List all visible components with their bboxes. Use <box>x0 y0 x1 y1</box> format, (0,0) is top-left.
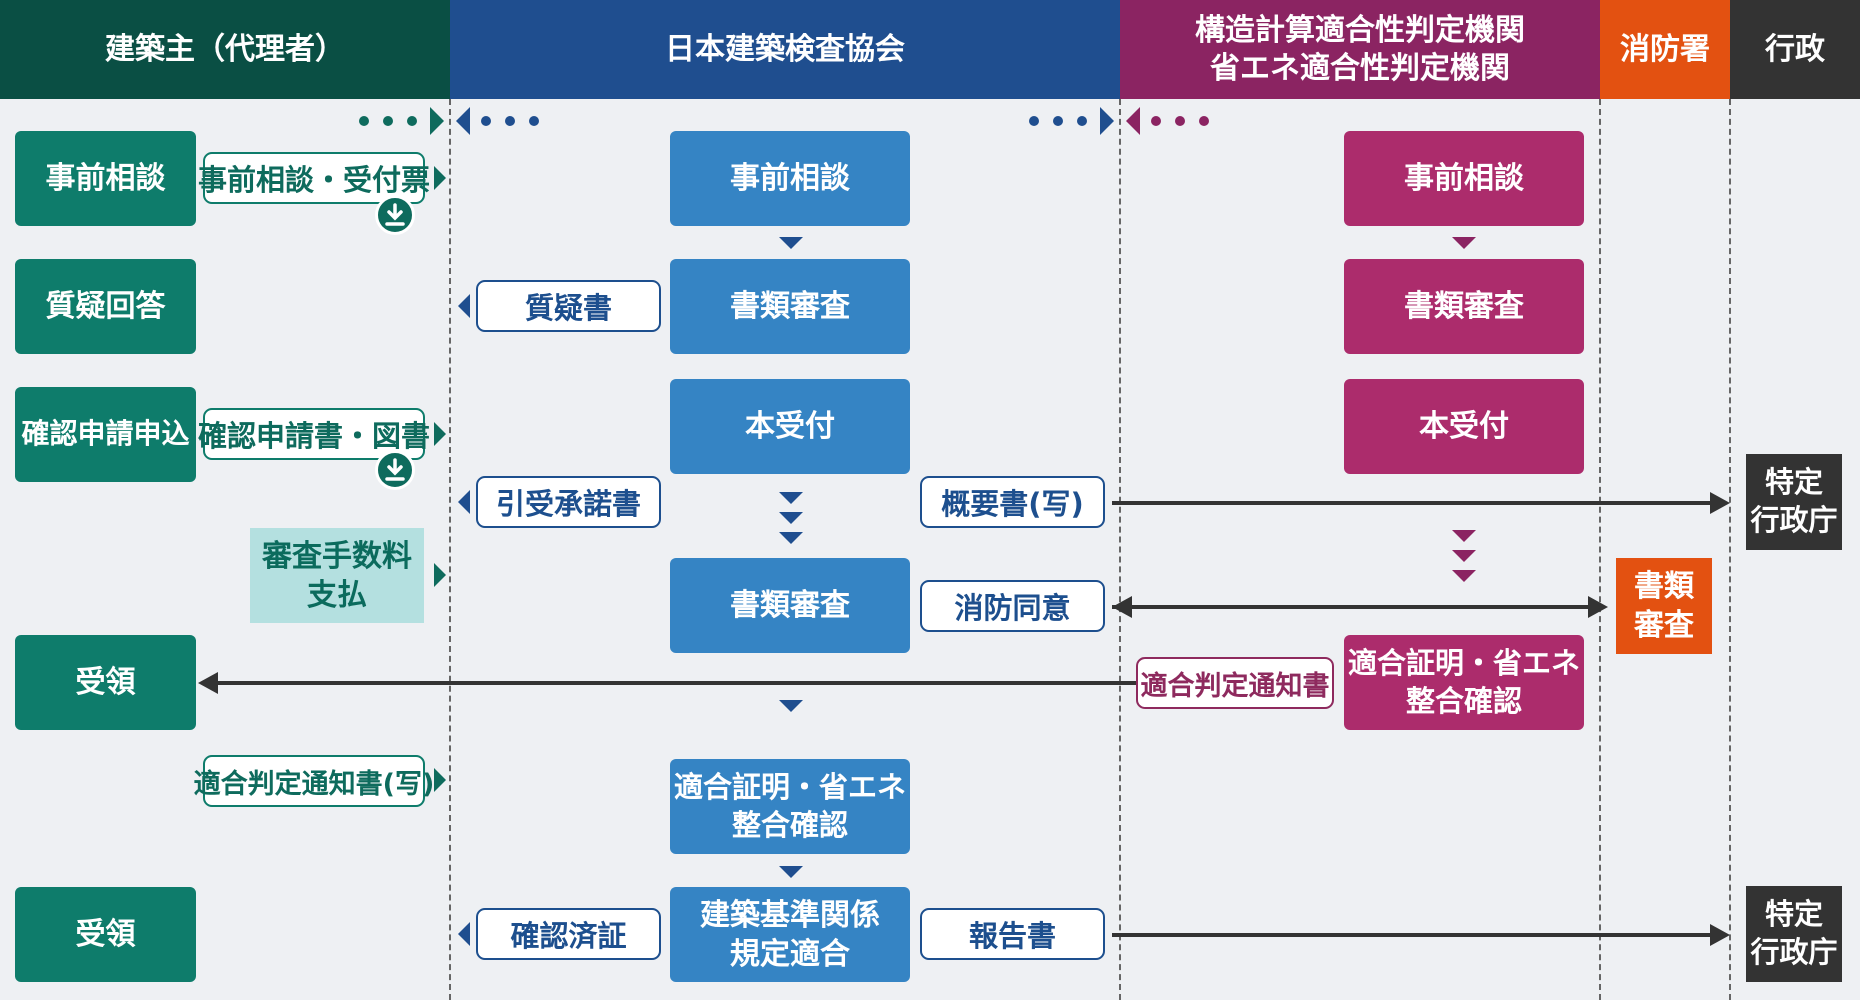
owner-receive-2: 受領 <box>15 887 196 982</box>
doc-summary-label: 概要書(写) <box>941 487 1084 521</box>
owner-fee-line2: 支払 <box>307 577 367 613</box>
download-icon-glyph <box>385 458 405 481</box>
header-fire-label: 消防署 <box>1620 31 1710 67</box>
divider-fire-admin <box>1729 99 1731 1000</box>
owner-fee-line1: 審査手数料 <box>262 538 412 574</box>
doc-certificate: 確認済証 <box>476 908 661 960</box>
center-consult: 事前相談 <box>670 131 910 226</box>
doc-judgment-notice: 適合判定通知書 <box>1136 657 1334 709</box>
header-owner: 建築主（代理者） <box>0 0 450 99</box>
center-consult-label: 事前相談 <box>730 161 850 196</box>
center-energy-line2: 整合確認 <box>731 807 848 842</box>
doc-consult-ticket: 事前相談・受付票 <box>198 152 430 204</box>
doc-acceptance: 引受承諾書 <box>476 476 661 528</box>
admin-office-1: 特定行政庁 <box>1746 454 1842 550</box>
center-review-1-label: 書類審査 <box>730 289 850 324</box>
center-final-line2: 規定適合 <box>730 936 850 972</box>
doc-report: 報告書 <box>920 908 1105 960</box>
divider-judge-fire <box>1599 99 1601 1000</box>
header-fire: 消防署 <box>1600 0 1730 99</box>
fire-review: 書類審査 <box>1616 558 1712 654</box>
center-review-1: 書類審査 <box>670 259 910 354</box>
admin-office-2-line2: 行政庁 <box>1750 935 1838 969</box>
divider-center-judge <box>1119 99 1121 1000</box>
doc-certificate-label: 確認済証 <box>510 919 627 953</box>
owner-receive-1-label: 受領 <box>75 665 136 700</box>
center-energy-check: 適合証明・省エネ整合確認 <box>670 759 910 854</box>
download-icon[interactable] <box>375 195 415 235</box>
doc-fire-consent-label: 消防同意 <box>954 591 1071 625</box>
header-judge-line2: 省エネ適合性判定機関 <box>1210 50 1510 86</box>
doc-question-label: 質疑書 <box>524 291 612 325</box>
owner-apply: 確認申請申込 <box>15 387 196 482</box>
doc-report-label: 報告書 <box>968 919 1056 953</box>
owner-receive-1: 受領 <box>15 635 196 730</box>
owner-answer-label: 質疑回答 <box>45 289 166 324</box>
judge-energy-line2: 整合確認 <box>1405 683 1522 718</box>
header-judge-line1: 構造計算適合性判定機関 <box>1195 13 1525 48</box>
center-final-compliance: 建築基準関係規定適合 <box>670 887 910 982</box>
doc-application-label: 確認申請書・図書 <box>198 419 431 453</box>
owner-fee: 審査手数料支払 <box>250 528 424 623</box>
judge-accept-label: 本受付 <box>1419 409 1509 444</box>
judge-energy-check: 適合証明・省エネ整合確認 <box>1344 635 1584 730</box>
center-accept-label: 本受付 <box>745 409 835 444</box>
header-center: 日本建築検査協会 <box>450 0 1120 99</box>
judge-consult-label: 事前相談 <box>1404 161 1524 196</box>
center-final-line1: 建築基準関係 <box>700 897 880 933</box>
header-admin-label: 行政 <box>1765 31 1825 67</box>
doc-notice-copy-label: 適合判定通知書(写) <box>193 768 435 800</box>
owner-answer: 質疑回答 <box>15 259 196 354</box>
center-accept: 本受付 <box>670 379 910 474</box>
admin-office-2: 特定行政庁 <box>1746 886 1842 982</box>
header-judge: 構造計算適合性判定機関 省エネ適合性判定機関 <box>1120 0 1600 99</box>
center-review-2: 書類審査 <box>670 558 910 653</box>
owner-consult: 事前相談 <box>15 131 196 226</box>
header-center-label: 日本建築検査協会 <box>665 31 905 67</box>
admin-office-2-line1: 特定 <box>1764 897 1823 932</box>
fire-review-line1: 書類 <box>1634 569 1694 604</box>
admin-office-1-line2: 行政庁 <box>1750 503 1838 537</box>
admin-office-1-line1: 特定 <box>1764 465 1823 500</box>
center-review-2-label: 書類審査 <box>730 588 850 623</box>
header-admin: 行政 <box>1730 0 1860 99</box>
judge-consult: 事前相談 <box>1344 131 1584 226</box>
center-energy-line1: 適合証明・省エネ <box>673 769 906 804</box>
doc-acceptance-label: 引受承諾書 <box>495 487 641 521</box>
header-owner-label: 建築主（代理者） <box>105 31 345 67</box>
doc-notice-copy: 適合判定通知書(写) <box>194 755 434 807</box>
owner-apply-label: 確認申請申込 <box>21 417 190 451</box>
doc-judgment-notice-label: 適合判定通知書 <box>1140 670 1330 702</box>
owner-consult-label: 事前相談 <box>45 161 166 196</box>
judge-accept: 本受付 <box>1344 379 1584 474</box>
fire-review-line2: 審査 <box>1634 608 1694 643</box>
doc-fire-consent: 消防同意 <box>920 580 1105 632</box>
owner-receive-2-label: 受領 <box>75 917 136 952</box>
doc-question: 質疑書 <box>476 280 661 332</box>
judge-review: 書類審査 <box>1344 259 1584 354</box>
judge-energy-line1: 適合証明・省エネ <box>1347 645 1580 680</box>
divider-owner-center <box>449 99 451 1000</box>
doc-consult-ticket-label: 事前相談・受付票 <box>198 163 431 197</box>
download-icon[interactable] <box>375 450 415 490</box>
download-icon-glyph <box>385 203 405 226</box>
doc-summary: 概要書(写) <box>920 476 1105 528</box>
judge-review-label: 書類審査 <box>1404 289 1524 324</box>
